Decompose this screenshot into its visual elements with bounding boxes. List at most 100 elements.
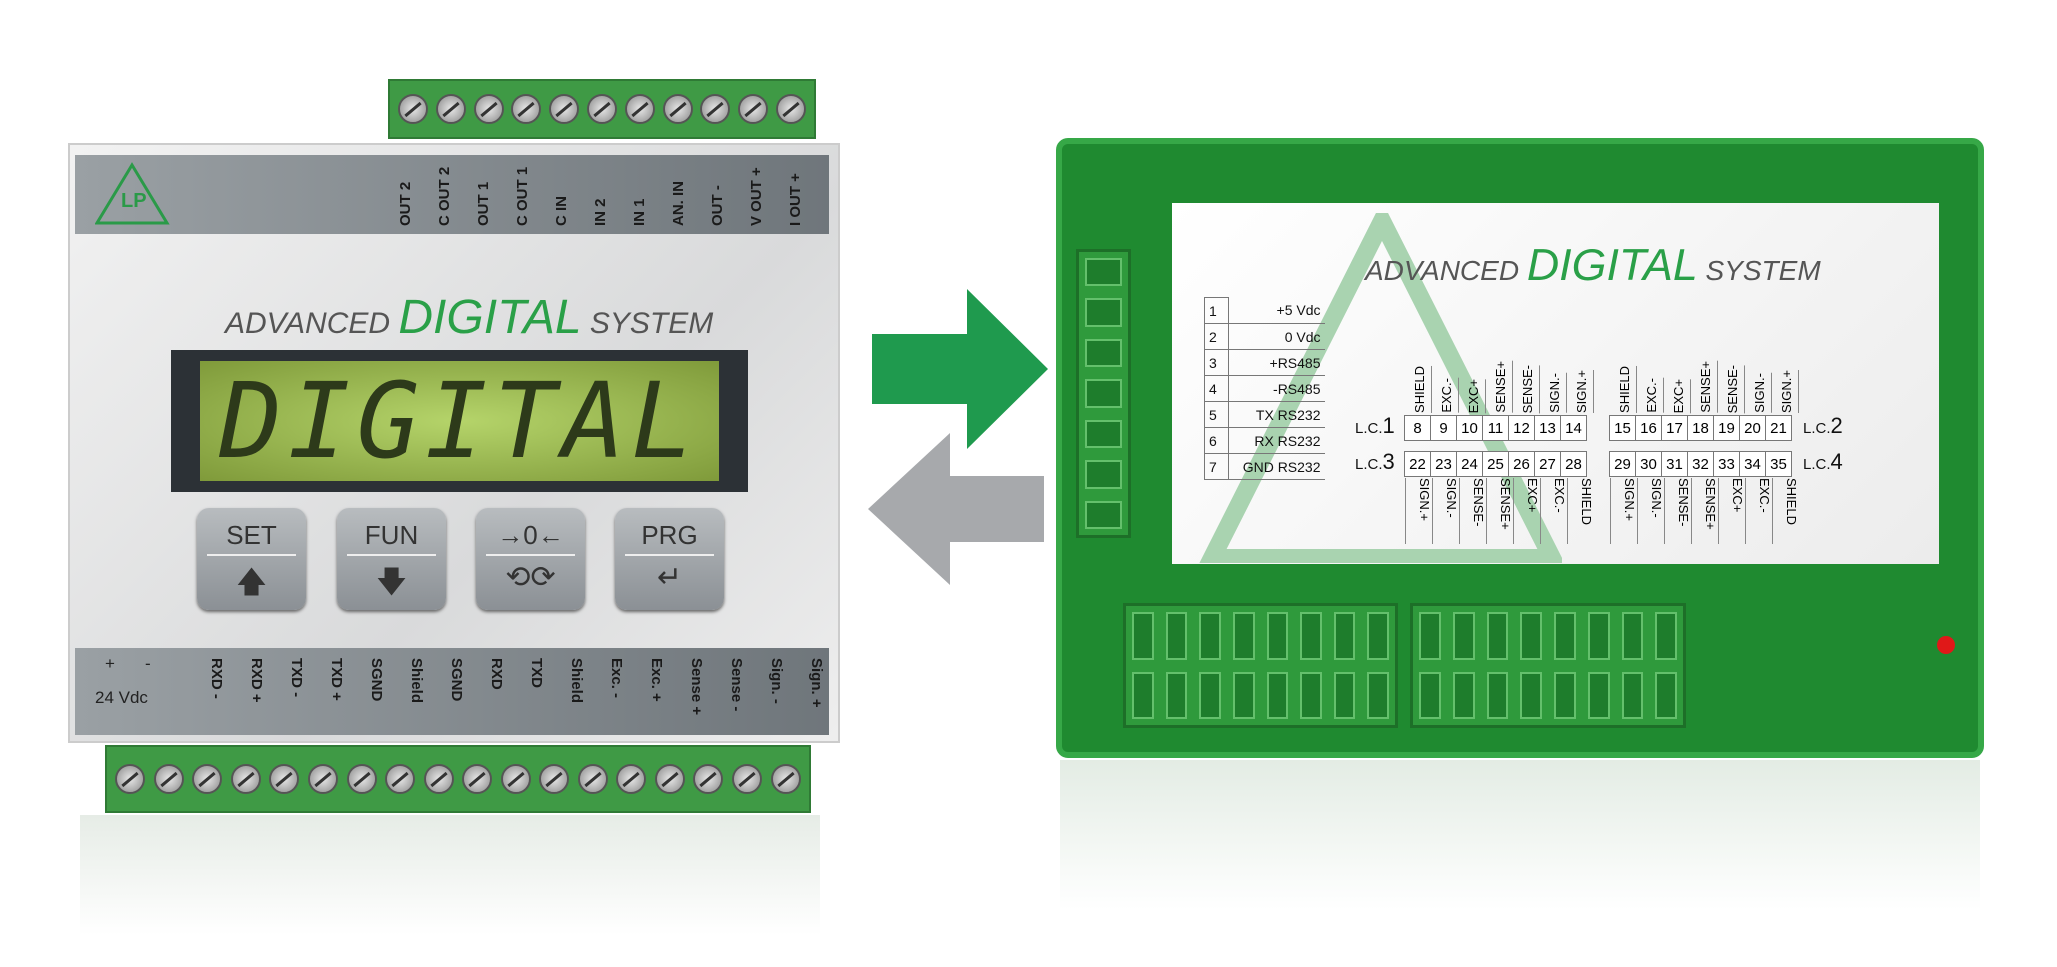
- connector-pin: [1085, 500, 1122, 529]
- terminal-label: TXD -: [288, 658, 305, 698]
- lc-pin: 20: [1739, 415, 1766, 441]
- terminal-label: Exc. +: [648, 658, 665, 702]
- button-fun[interactable]: FUN🡇: [337, 508, 446, 610]
- top-terminal-block: [388, 79, 816, 139]
- signal-label: SENSE+: [1691, 478, 1718, 544]
- connector-pin: [1266, 612, 1289, 660]
- lc-pin: 29: [1609, 451, 1636, 477]
- terminal-screw: [624, 94, 655, 124]
- terminal-screw: [230, 764, 261, 794]
- pin-number: 7: [1204, 453, 1229, 480]
- arrow-right-icon: [872, 289, 1048, 449]
- connector-pin: [1199, 671, 1221, 719]
- connector-pin: [1085, 419, 1122, 449]
- connector-pin: [1085, 338, 1122, 368]
- bottom-connector-1: [1123, 603, 1398, 728]
- connector-pin: [1520, 671, 1542, 719]
- signal-label: SIGN.-: [1540, 373, 1567, 413]
- terminal-label: V OUT +: [748, 167, 765, 226]
- connector-pin: [1452, 612, 1475, 660]
- terminal-screw: [115, 764, 146, 794]
- terminal-label: SGND: [368, 658, 385, 702]
- lc-pin: 23: [1430, 451, 1457, 477]
- signal-label: SIGN.+: [1772, 370, 1799, 413]
- terminal-screw: [539, 764, 570, 794]
- lc-pin: 30: [1635, 451, 1662, 477]
- logo: LP: [94, 162, 170, 226]
- connector-pin: [1132, 612, 1154, 660]
- lc-pin: 22: [1404, 451, 1431, 477]
- status-led: [1937, 636, 1955, 654]
- cycle-icon: ⟲⟳: [505, 561, 556, 594]
- pin-signal: +RS485: [1228, 349, 1325, 376]
- lc-label: L.C.2: [1803, 413, 1843, 438]
- signal-label: EXC+: [1459, 378, 1486, 413]
- terminal-screw: [500, 764, 531, 794]
- terminal-label: RXD -: [208, 658, 225, 699]
- terminal-screw: [462, 764, 493, 794]
- connector-pin: [1621, 671, 1644, 719]
- connector-pin: [1085, 298, 1122, 327]
- lc-pin: 14: [1560, 415, 1587, 441]
- signal-label: SHIELD: [1610, 366, 1637, 413]
- reflection: [1060, 760, 1980, 910]
- lc-pin: 17: [1661, 415, 1688, 441]
- terminal-screw: [153, 764, 184, 794]
- lc-pin: 28: [1560, 451, 1587, 477]
- button-label: SET: [207, 508, 296, 556]
- connector-pin: [1165, 612, 1188, 660]
- lc-pin: 12: [1508, 415, 1535, 441]
- signal-label: EXC.-: [1540, 478, 1567, 544]
- connector-pin: [1367, 671, 1389, 719]
- terminal-screw: [549, 94, 580, 124]
- signal-label: EXC+: [1513, 478, 1540, 544]
- connector-pin: [1554, 612, 1576, 660]
- signal-label: EXC.-: [1745, 478, 1772, 544]
- terminal-label: IN 1: [631, 198, 648, 226]
- terminal-label: Exc. -: [608, 658, 625, 699]
- signal-labels: SIGN.+SIGN.-SENSE-SENSE+EXC+EXC.-SHIELD: [1405, 478, 1594, 544]
- lc-pin: 31: [1661, 451, 1688, 477]
- lcd-display: DIGITAL: [171, 350, 748, 492]
- signal-label: SENSE+: [1486, 361, 1513, 413]
- signal-label: SENSE-: [1459, 478, 1486, 544]
- pin-number: 4: [1204, 375, 1229, 402]
- signal-label: SENSE-: [1664, 478, 1691, 544]
- terminal-label: TXD +: [328, 658, 345, 701]
- connector-pin: [1333, 671, 1356, 719]
- lc-pin: 11: [1482, 415, 1509, 441]
- lc-pin: 34: [1739, 451, 1766, 477]
- connector-pin: [1199, 612, 1221, 660]
- arrow-left-icon: [868, 433, 1044, 585]
- pin-number: 2: [1204, 323, 1229, 350]
- lc-pin: 21: [1765, 415, 1792, 441]
- terminal-label: TXD: [528, 658, 545, 688]
- button-prg[interactable]: PRG↵: [615, 508, 724, 610]
- signal-label: SHIELD: [1567, 478, 1594, 544]
- button-zero[interactable]: →0←⟲⟳: [476, 508, 585, 610]
- terminal-screw: [397, 94, 428, 124]
- device-title: ADVANCED DIGITAL SYSTEM: [225, 291, 714, 344]
- connector-pin: [1419, 671, 1441, 719]
- terminal-screw: [385, 764, 416, 794]
- connector-pin: [1300, 671, 1322, 719]
- terminal-label: SGND: [448, 658, 465, 702]
- terminal-label: Shield: [408, 658, 425, 704]
- terminal-screw: [770, 764, 801, 794]
- connector-pin: [1621, 612, 1644, 660]
- pin-signal: RX RS232: [1228, 427, 1325, 454]
- signal-label: SIGN.-: [1432, 478, 1459, 544]
- button-set[interactable]: SET🡅: [197, 508, 306, 610]
- signal-label: SIGN.+: [1567, 370, 1594, 413]
- terminal-label: OUT 1: [475, 181, 492, 226]
- signal-label: SENSE+: [1691, 361, 1718, 413]
- connector-pin: [1085, 379, 1122, 408]
